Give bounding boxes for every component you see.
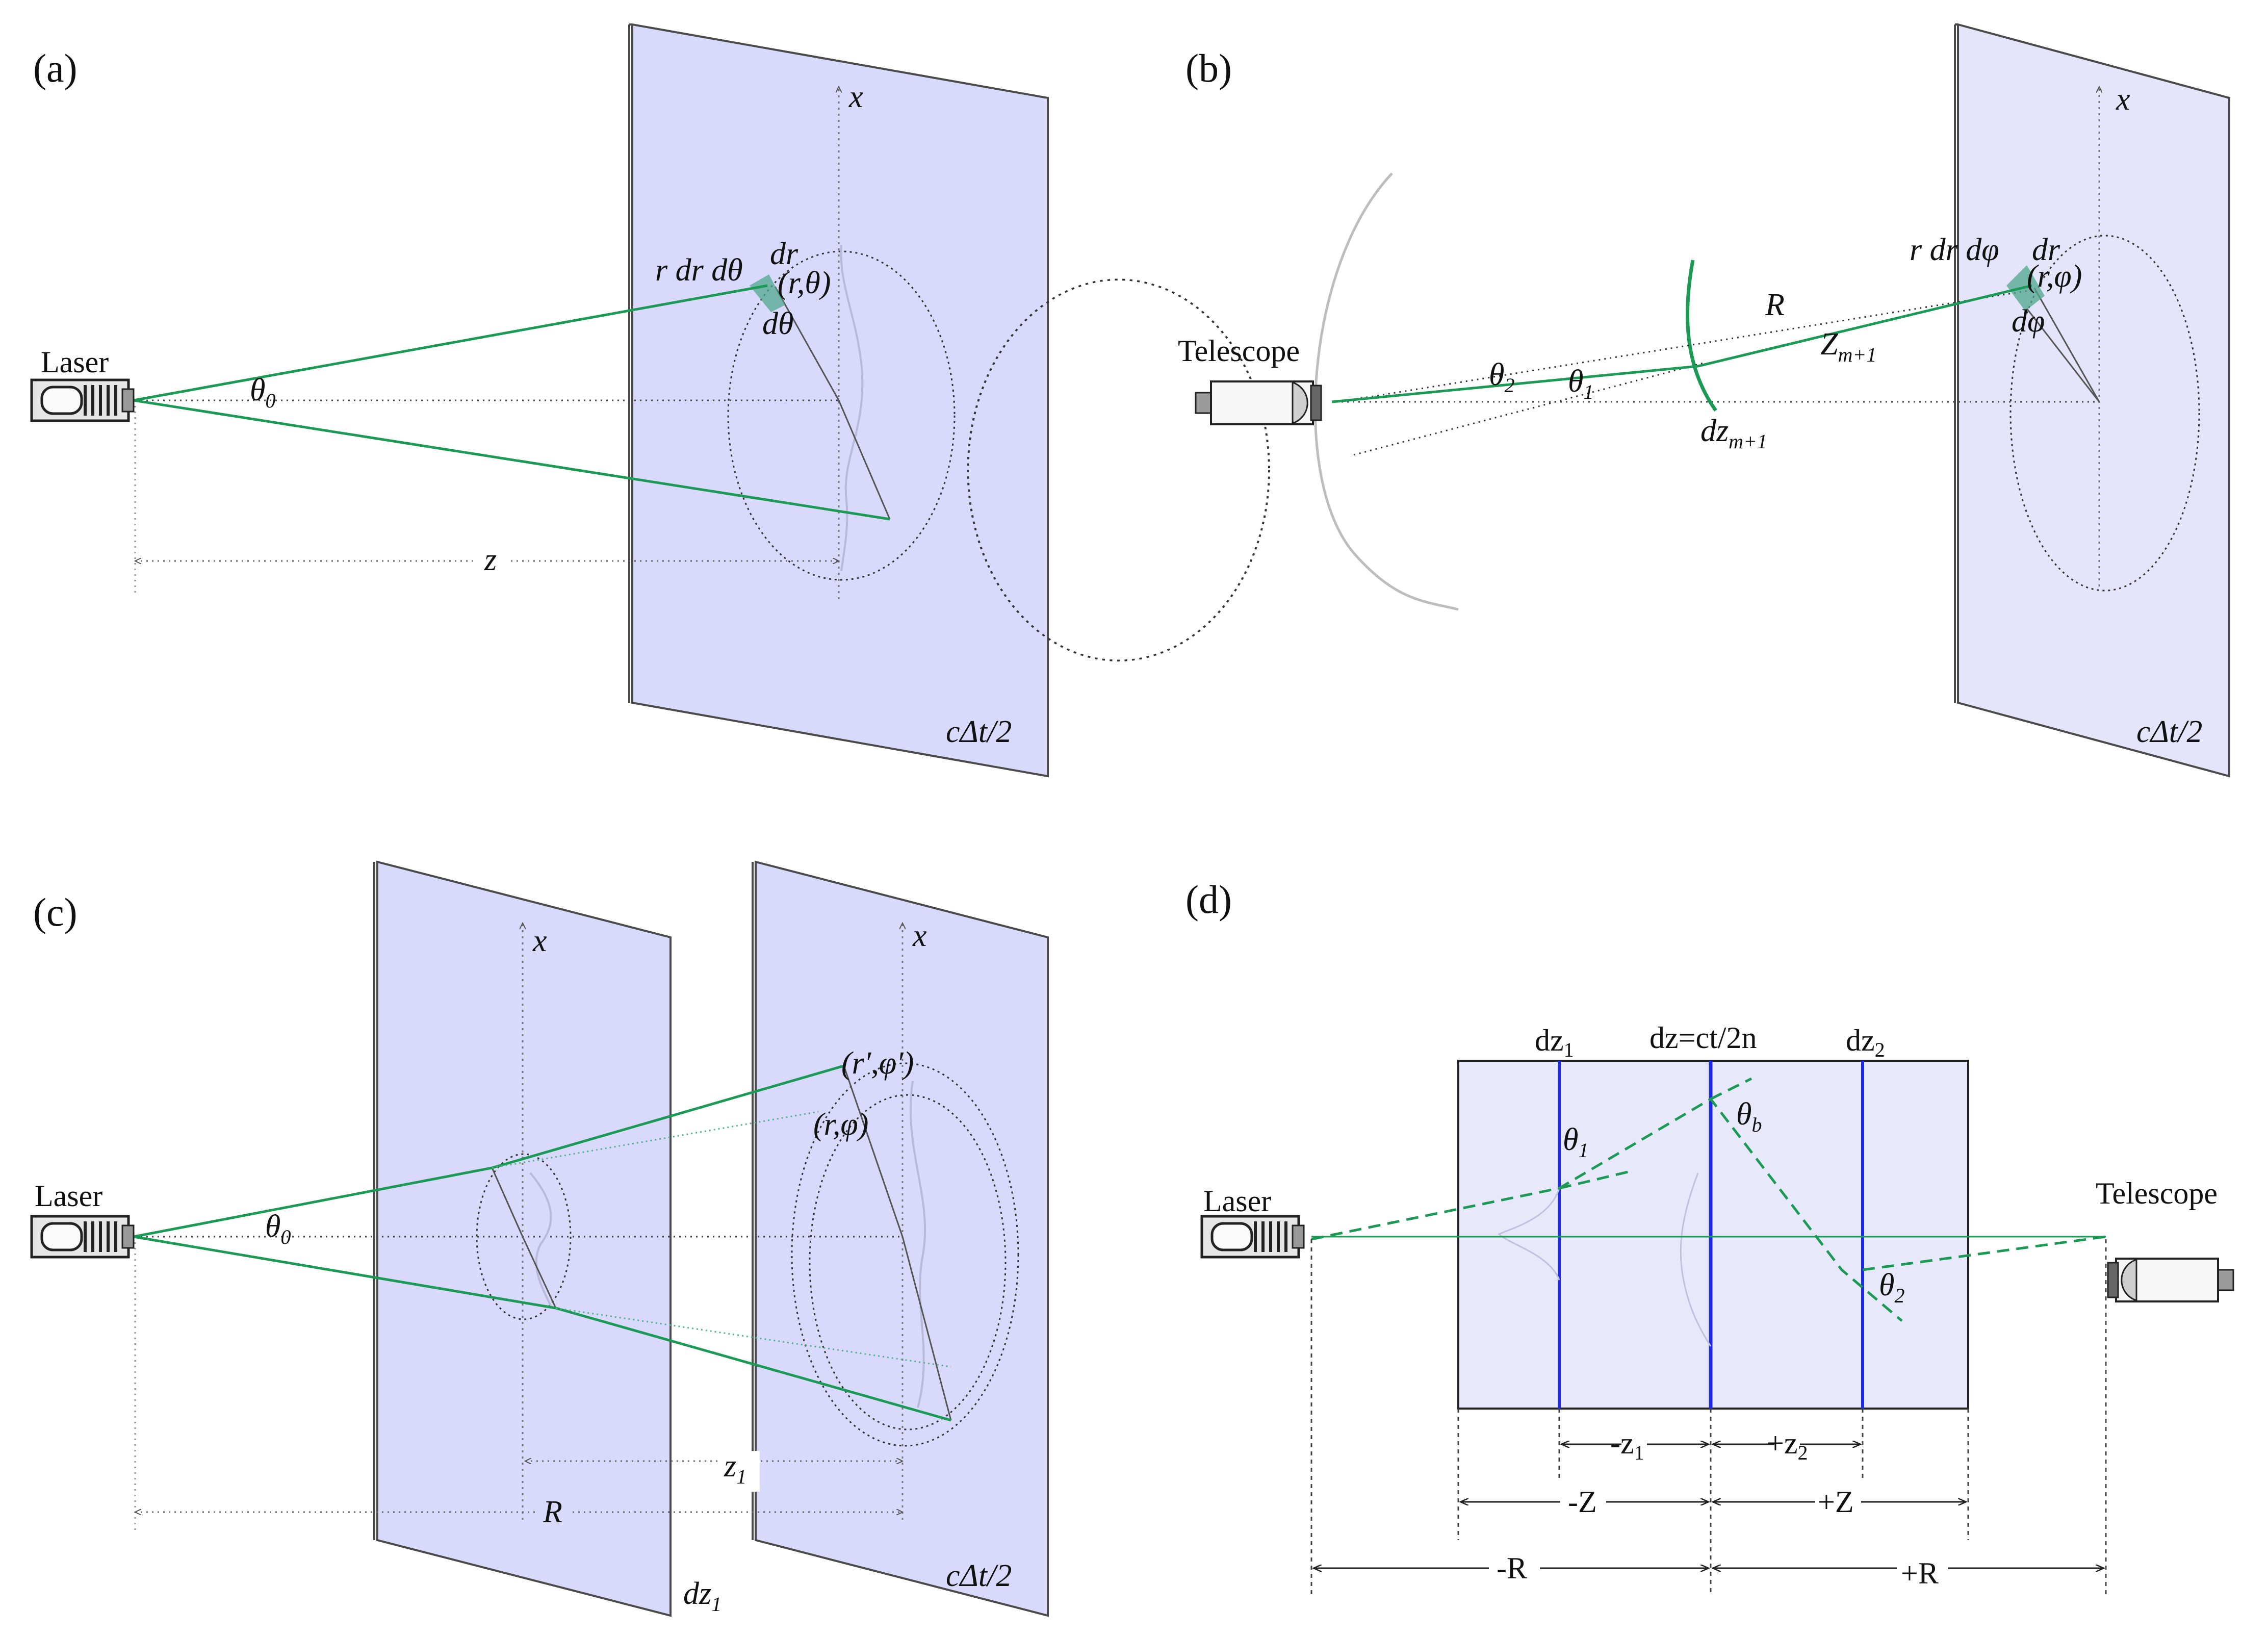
panel-a-area-element	[750, 274, 785, 312]
panel-c-R-label: R	[543, 1495, 562, 1529]
panel-c-plane-2	[755, 860, 1049, 1617]
panel-a-element-label: r dr dθ	[655, 253, 743, 288]
panel-d-laser-label: Laser	[1203, 1184, 1271, 1218]
panel-c-laser-icon	[32, 1216, 134, 1257]
panel-b-slab-plane	[1957, 23, 2230, 778]
panel-d-theta2: θ2	[1879, 1268, 1904, 1307]
panel-a-label: (a)	[33, 46, 78, 90]
panel-a-outer-ring	[967, 278, 1270, 662]
panel-c-plane-label: cΔt/2	[946, 1558, 1012, 1593]
panel-d-minus-Z: -Z	[1568, 1485, 1597, 1519]
panel-a-plane-label: cΔt/2	[946, 714, 1012, 749]
panel-d-dz1-label: dz1	[1535, 1024, 1574, 1061]
panel-d-telescope-label: Telescope	[2096, 1177, 2218, 1210]
panel-d-telescope-icon	[2107, 1258, 2234, 1302]
panel-d-plus-Z: +Z	[1818, 1485, 1854, 1519]
panel-a: (a) x Laser θ0 r dr dθ dr (r,θ) dθ	[32, 23, 1270, 778]
panel-b-R-label: R	[1765, 288, 1785, 322]
panel-b-beam	[1331, 284, 2032, 403]
panel-a-x-label: x	[848, 80, 863, 114]
panel-b-dz-arc	[1685, 260, 1717, 412]
panel-c-z1-label: z1	[724, 1449, 746, 1488]
panel-c-theta0: θ0	[265, 1209, 291, 1248]
panel-a-laser-icon	[32, 380, 134, 421]
panel-c-inner-ring	[809, 1094, 1007, 1430]
panel-d-minus-z1: -z1	[1610, 1426, 1644, 1464]
panel-c: (c) x x Laser θ0 (r′,φ′) (r,φ)	[32, 860, 1049, 1617]
panel-b-Z-label: Zm+1	[1820, 327, 1876, 366]
panel-c-dz1-label: dz1	[683, 1576, 721, 1616]
panel-b-theta2: θ2	[1489, 357, 1514, 397]
panel-c-label: (c)	[33, 890, 78, 934]
panel-a-point-label: (r,θ)	[778, 266, 831, 300]
panel-b-dr-label: dr	[2032, 233, 2060, 267]
panel-d-plus-z2: +z2	[1767, 1426, 1808, 1464]
panel-a-slab-plane	[631, 23, 1049, 778]
panel-b-telescope-icon	[1195, 380, 1322, 425]
panel-a-inner-ring	[727, 250, 956, 581]
panel-a-z-label: z	[484, 543, 497, 577]
panel-a-beam-upper	[133, 284, 768, 402]
panel-d-dz-center-label: dz=ct/2n	[1650, 1021, 1757, 1055]
panel-b-ring	[2009, 235, 2200, 592]
panel-b-telescope-label: Telescope	[1178, 334, 1300, 368]
panel-d-dz2-label: dz2	[1846, 1024, 1885, 1061]
panel-c-outer-ring	[791, 1062, 1019, 1447]
panel-b-element-label: r dr dφ	[1910, 233, 1999, 267]
panel-d-minus-R: -R	[1497, 1551, 1527, 1585]
panel-b-plane-label: cΔt/2	[2136, 714, 2202, 749]
panel-a-dtheta-label: dθ	[762, 306, 793, 341]
panel-c-point-prime: (r′,φ′)	[841, 1046, 914, 1081]
panel-d-laser-icon	[1202, 1216, 1304, 1257]
panel-b-dphi-label: dφ	[2012, 304, 2045, 339]
panel-a-laser-label: Laser	[41, 345, 109, 379]
panel-d: (d) Laser Telescope dz1 dz=ct/2n dz2 θ1 …	[1185, 877, 2234, 1596]
panel-d-label: (d)	[1185, 877, 1232, 922]
panel-b: (b) x Telescope r dr dφ dr (r,φ) dφ R Zm…	[1178, 23, 2230, 778]
panel-b-dz-label: dzm+1	[1700, 414, 1767, 453]
panel-c-x-label-2: x	[912, 918, 927, 953]
panel-d-theta1: θ1	[1563, 1122, 1588, 1162]
panel-d-plus-R: +R	[1901, 1556, 1939, 1590]
panel-d-slab	[1457, 1060, 1969, 1410]
panel-b-theta1: θ1	[1568, 364, 1593, 403]
panel-c-x-label-1: x	[532, 924, 547, 958]
panel-b-point-label: (r,φ)	[2027, 259, 2082, 294]
panel-b-x-label: x	[2116, 82, 2130, 117]
panel-d-thetab: θb	[1736, 1097, 1762, 1136]
panel-b-receiver-arc	[1314, 172, 1459, 611]
panel-a-beam-lower	[133, 399, 890, 521]
panel-a-theta0: θ0	[250, 373, 275, 412]
panel-a-dr-label: dr	[770, 237, 798, 271]
panel-c-point: (r,φ)	[813, 1107, 868, 1142]
panel-c-small-ring	[476, 1153, 572, 1320]
panel-c-laser-label: Laser	[35, 1179, 102, 1213]
panel-b-label: (b)	[1185, 46, 1232, 90]
